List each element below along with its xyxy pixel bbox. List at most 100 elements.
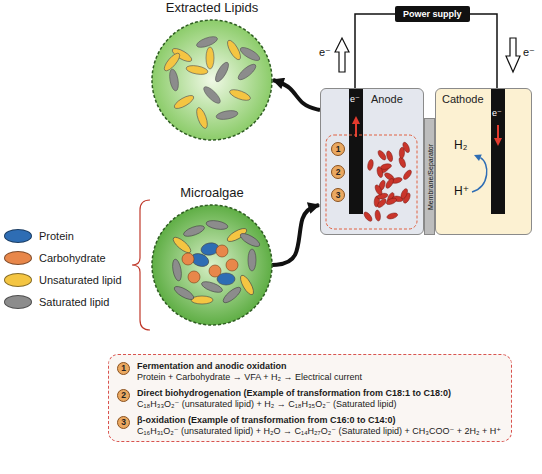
reaction-heading: Fermentation and anodic oxidation (137, 361, 287, 371)
membrane-separator: Membrane/Separator (424, 118, 435, 235)
saturated-lipid (213, 60, 231, 83)
electron-label: e⁻ (319, 46, 331, 59)
electron-arrow (497, 125, 499, 139)
bacterial-cell (386, 212, 398, 220)
callout-number: 1 (118, 363, 129, 374)
reaction-number: 2 (117, 389, 130, 402)
lipid-circle: Extracted Lipids (152, 0, 272, 145)
unsaturated-lipid (228, 87, 251, 102)
bacterial-cell (374, 210, 381, 222)
electron-label: e⁻ (523, 46, 535, 59)
bacterial-cell (384, 177, 394, 189)
reaction-equation: Protein + Carbohydrate → VFA + H₂ → Elec… (137, 372, 362, 382)
bacterial-cell (386, 150, 394, 162)
legend-swatch (4, 295, 32, 309)
unsaturated-lipid (191, 296, 213, 304)
callout-number: 1 (332, 143, 344, 155)
legend-row: Protein (4, 229, 74, 243)
bacterial-cell (385, 197, 397, 206)
biofilm-region (326, 135, 417, 229)
saturated-lipid (182, 223, 205, 238)
bacterial-cell (402, 169, 413, 181)
saturated-lipid (195, 34, 218, 49)
saturated-lipid (248, 249, 256, 271)
chamber-art (436, 89, 533, 236)
legend-text: Protein (39, 230, 74, 242)
electron-arrow-head (494, 138, 502, 146)
cathode-chamber: Cathode (435, 88, 532, 235)
legend-swatch (4, 273, 32, 287)
reaction-heading: β-oxidation (Example of transformation f… (137, 415, 396, 425)
proton-label: H⁺ (454, 184, 469, 198)
cell-outline (152, 0, 272, 145)
electron-flow-arrow (335, 38, 349, 72)
proton-reduction-arrow-head (474, 155, 482, 161)
saturated-lipid (215, 109, 238, 121)
bacterial-cell (400, 188, 409, 200)
electron-flow-arrow (506, 38, 520, 72)
saturated-lipid (168, 68, 180, 91)
legend-row: Unsaturated lipid (4, 273, 122, 287)
cell-title: Extracted Lipids (152, 0, 272, 15)
callout-number: 3 (118, 417, 129, 428)
anode-chamber: Anode 1 2 3 (320, 88, 424, 235)
legend-row: Carbohydrate (4, 251, 106, 265)
callout-number: 2 (332, 166, 344, 178)
node-label: Anode (371, 93, 403, 105)
reaction-box: Fermentation and anodic oxidationProtein… (108, 354, 512, 442)
process-arrow (272, 205, 319, 265)
electron-label: e⁻ (492, 108, 502, 118)
reaction-heading: Direct biohydrogenation (Example of tran… (137, 388, 451, 398)
chamber-art (321, 89, 425, 236)
carbohydrate (216, 245, 228, 257)
saturated-lipid (172, 284, 195, 302)
saturated-lipid (238, 45, 261, 63)
cell-outline (152, 185, 272, 330)
electrode (349, 89, 363, 214)
legend-text: Carbohydrate (39, 252, 106, 264)
legend-text: Unsaturated lipid (39, 274, 122, 286)
microalgae-cell: Microalgae (152, 185, 272, 330)
unsaturated-lipid (172, 93, 195, 111)
reaction-number: 1 (117, 362, 130, 375)
unsaturated-lipid (206, 47, 214, 69)
unsaturated-lipid (162, 51, 182, 73)
cell-body (152, 205, 272, 325)
callout-number: 2 (118, 390, 129, 401)
unsaturated-lipid (238, 273, 256, 296)
unsaturated-lipid (171, 235, 193, 255)
legend-swatch (4, 229, 32, 243)
carbohydrate (209, 265, 221, 277)
legend-text: Saturated lipid (39, 296, 109, 308)
unsaturated-lipid (185, 64, 208, 76)
saturated-lipid (236, 62, 258, 82)
reaction-equation: C₁₈H₃₃O₂⁻ (unsaturated lipid) + H₂ → C₁₈… (137, 399, 396, 409)
carbohydrate (226, 259, 238, 271)
process-arrow (273, 80, 320, 110)
reaction-number: 3 (331, 188, 345, 202)
carbohydrate (188, 271, 200, 283)
reaction-number: 3 (117, 416, 130, 429)
reaction-number: 1 (331, 142, 345, 156)
bacterial-cell (377, 149, 388, 161)
carbohydrate (182, 253, 194, 265)
bacterial-cell (376, 166, 384, 178)
wire (470, 14, 497, 88)
electrode (491, 89, 505, 214)
bracket (132, 200, 150, 330)
saturated-lipid (205, 219, 228, 231)
reaction-equation: C₁₆H₃₁O₂⁻ (unsaturated lipid) + H₂O → C₁… (137, 426, 501, 436)
hydrogen-label: H₂ (454, 138, 467, 152)
node-label: Cathode (442, 93, 484, 105)
saturated-lipid (221, 285, 243, 305)
reaction-number: 2 (331, 165, 345, 179)
legend-swatch (4, 251, 32, 265)
node-label: Power supply (403, 9, 462, 19)
wire (355, 14, 395, 88)
proton-reduction-arrow (472, 158, 487, 192)
legend-row: Saturated lipid (4, 295, 109, 309)
unsaturated-lipid (194, 106, 209, 129)
cell-title: Microalgae (152, 185, 272, 200)
bacterial-cell (374, 184, 384, 196)
